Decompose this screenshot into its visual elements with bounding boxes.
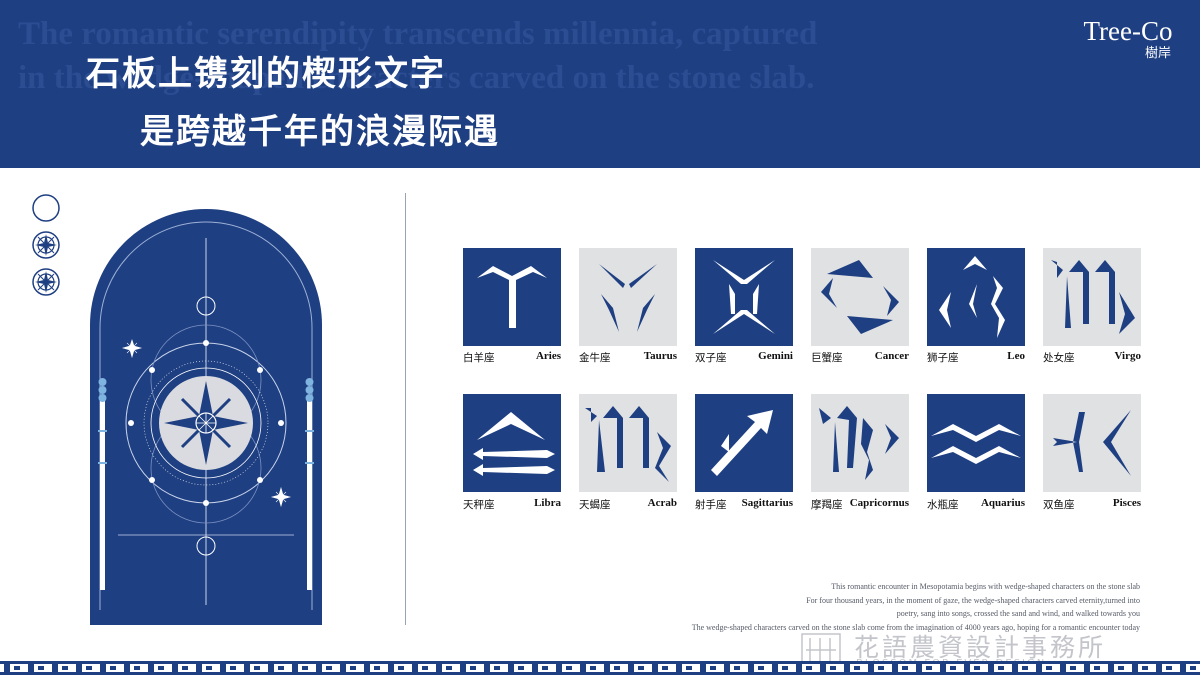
zodiac-label-cn: 天秤座 <box>463 499 495 511</box>
zodiac-label-cn: 白羊座 <box>463 352 495 364</box>
zodiac-label: 处女座 Virgo <box>1043 350 1161 364</box>
zodiac-label-cn: 金牛座 <box>579 352 611 364</box>
logo-wordmark: Tree-Co <box>1083 16 1173 46</box>
description-line: For four thousand years, in the moment o… <box>806 595 1140 605</box>
zodiac-label-en: Cancer <box>874 350 909 362</box>
capricornus-cuneiform-icon <box>819 406 899 480</box>
aquarius-glyph-tile <box>927 394 1025 492</box>
virgo-cuneiform-icon <box>1051 260 1135 334</box>
bottom-pattern-band <box>0 661 1200 675</box>
zodiac-label: 巨蟹座 Cancer <box>811 350 929 364</box>
section-divider <box>405 193 406 625</box>
libra-cuneiform-icon <box>473 412 555 476</box>
zodiac-label-en: Aquarius <box>980 497 1025 509</box>
zodiac-label-en: Acrab <box>647 497 677 509</box>
page-title-line-2: 是跨越千年的浪漫际遇 <box>140 112 500 152</box>
zodiac-label: 射手座 Sagittarius <box>695 497 813 511</box>
aries-cuneiform-icon <box>477 266 547 328</box>
zodiac-label: 天蝎座 Acrab <box>579 497 697 511</box>
leo-glyph-tile <box>927 248 1025 346</box>
watermark-chinese: 花語農資設計事務所 <box>854 633 1107 662</box>
taurus-glyph-tile <box>579 248 677 346</box>
sagittarius-glyph-tile <box>695 394 793 492</box>
star-wheel-icon <box>32 231 60 259</box>
virgo-glyph-tile <box>1043 248 1141 346</box>
star-wheel-icon <box>32 268 60 296</box>
taurus-cuneiform-icon <box>599 264 657 332</box>
zodiac-label-cn: 射手座 <box>695 499 727 511</box>
zodiac-label: 金牛座 Taurus <box>579 350 697 364</box>
zodiac-label: 双子座 Gemini <box>695 350 813 364</box>
background-text-line-1: The romantic serendipity transcends mill… <box>18 16 818 52</box>
scorpio-cuneiform-icon <box>585 406 671 482</box>
cancer-cuneiform-icon <box>821 260 899 334</box>
logo-chinese: 樹岸 <box>1144 46 1171 61</box>
scorpio-glyph-tile <box>579 394 677 492</box>
zodiac-label-cn: 摩羯座 <box>811 499 843 511</box>
gemini-cuneiform-icon <box>713 260 775 334</box>
pisces-glyph-tile <box>1043 394 1141 492</box>
page-title-line-1: 石板上镌刻的楔形文字 <box>86 54 446 94</box>
sparkle-icon <box>121 339 143 359</box>
zodiac-label-cn: 天蝎座 <box>579 499 611 511</box>
sparkle-icon <box>270 486 292 508</box>
zodiac-label-cn: 处女座 <box>1043 352 1075 364</box>
zodiac-label: 狮子座 Leo <box>927 350 1045 364</box>
pisces-cuneiform-icon <box>1053 410 1131 476</box>
sagittarius-cuneiform-icon <box>711 410 773 476</box>
zodiac-label-en: Taurus <box>643 350 677 362</box>
brand-logo: Tree-Co 樹岸 <box>1068 16 1188 62</box>
zodiac-label-cn: 双鱼座 <box>1043 499 1075 511</box>
header-banner: The romantic serendipity transcends mill… <box>0 0 1200 168</box>
capricornus-glyph-tile <box>811 394 909 492</box>
zodiac-label-en: Libra <box>534 497 561 509</box>
zodiac-label-cn: 巨蟹座 <box>811 352 843 364</box>
zodiac-label-en: Leo <box>1007 350 1025 362</box>
zodiac-label-en: Gemini <box>758 350 793 362</box>
zodiac-label: 白羊座 Aries <box>463 350 581 364</box>
sunburst-emblem <box>143 360 269 486</box>
background-text-line-2: in the wedge-shaped characters carved on… <box>18 60 815 96</box>
zodiac-label: 天秤座 Libra <box>463 497 581 511</box>
aries-glyph-tile <box>463 248 561 346</box>
gemini-glyph-tile <box>695 248 793 346</box>
description-text: This romantic encounter in Mesopotamia b… <box>540 580 1140 634</box>
zodiac-label-cn: 双子座 <box>695 352 727 364</box>
libra-glyph-tile <box>463 394 561 492</box>
zodiac-label: 摩羯座 Capricornus <box>811 497 929 511</box>
arch-illustration <box>28 190 328 630</box>
leo-cuneiform-icon <box>939 256 1005 338</box>
zodiac-label-cn: 狮子座 <box>927 352 959 364</box>
background-english-text: The romantic serendipity transcends mill… <box>18 12 998 100</box>
cancer-glyph-tile <box>811 248 909 346</box>
zodiac-label-en: Pisces <box>1112 497 1141 509</box>
zodiac-label-cn: 水瓶座 <box>927 499 959 511</box>
zodiac-label: 双鱼座 Pisces <box>1043 497 1161 511</box>
zodiac-label-en: Capricornus <box>849 497 909 509</box>
right-pillar <box>305 378 314 590</box>
description-line: The wedge-shaped characters carved on th… <box>691 622 1140 632</box>
aquarius-cuneiform-icon <box>931 424 1021 464</box>
zodiac-label: 水瓶座 Aquarius <box>927 497 1045 511</box>
zodiac-label-en: Aries <box>535 350 561 362</box>
left-pillar <box>98 378 107 590</box>
zodiac-label-en: Sagittarius <box>741 497 793 509</box>
description-line: This romantic encounter in Mesopotamia b… <box>831 582 1140 591</box>
crescent-moon-icon <box>32 194 60 222</box>
description-line: poetry, sang into songs, crossed the san… <box>896 609 1140 619</box>
zodiac-label-en: Virgo <box>1114 350 1141 362</box>
